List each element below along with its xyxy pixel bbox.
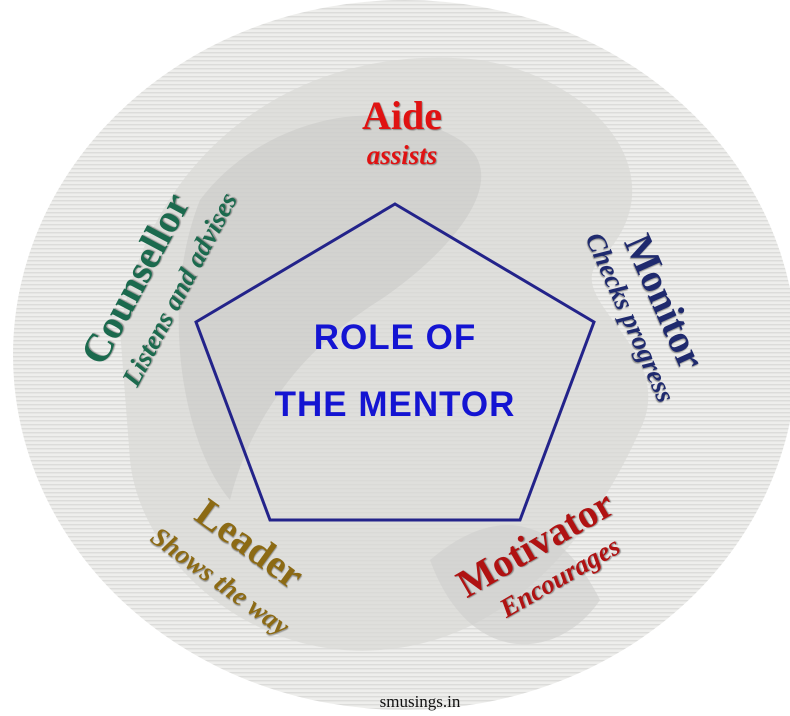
credit-text: smusings.in [379,692,461,711]
role-aide-desc: assists [366,140,438,170]
role-aide: Aide [362,93,442,138]
title-line-1: ROLE OF [313,318,477,357]
title-line-2: THE MENTOR [274,385,516,424]
pentagon-shape [194,202,596,522]
